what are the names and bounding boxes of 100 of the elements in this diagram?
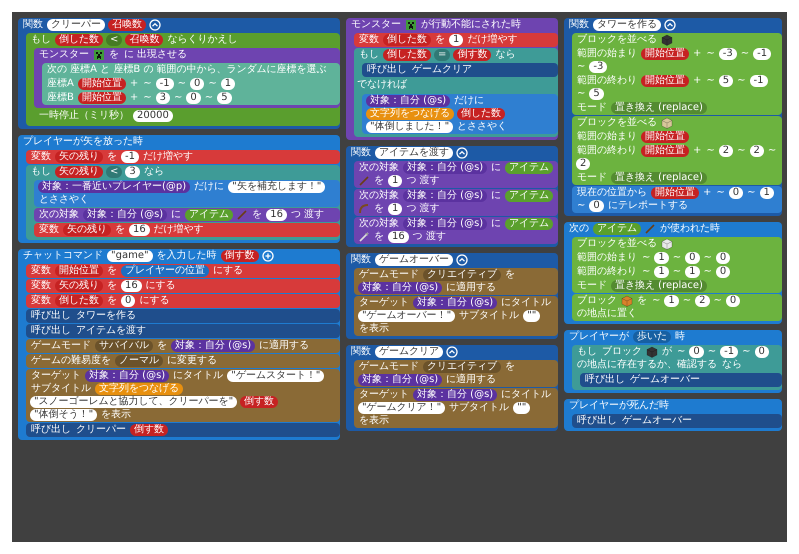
variable-pill: 開始位置 — [641, 131, 689, 143]
variable-pill: 開始位置 — [55, 265, 103, 277]
block-label: を表示 — [100, 409, 132, 421]
value-field: 16 — [388, 231, 409, 243]
join-pill: 文字列をつなげる — [366, 108, 454, 120]
target-pill: 対象：自分 (@s) — [85, 370, 170, 382]
block-label: ~ — [207, 78, 218, 90]
block-label: を — [106, 151, 118, 163]
statement-block — [580, 373, 782, 387]
target-pill: 対象：自分 (@s) — [403, 218, 488, 230]
block-label: に — [490, 218, 502, 230]
variable-pill: 倒す数 — [453, 49, 492, 61]
statement-block — [26, 324, 340, 338]
block-label: 変数 — [38, 224, 60, 236]
block-label: を表示 — [358, 323, 390, 335]
block-label: モード — [576, 280, 608, 292]
block-label: 次の 座標A と 座標B の 範囲の中から、ランダムに座標を選ぶ — [46, 64, 328, 76]
block-label: を — [636, 295, 648, 307]
block-label: だけ増やす — [466, 34, 518, 46]
block-label: に変更する — [166, 355, 218, 367]
block-label: なら — [721, 359, 743, 371]
variable-pill: 開始位置 — [641, 48, 689, 60]
value-field: "game" — [107, 250, 153, 262]
block-label: ~ — [576, 88, 586, 100]
event-block — [564, 222, 782, 324]
value-field: 0 — [190, 78, 204, 90]
block-label: プレイヤーが — [568, 331, 630, 343]
block-label: ~ — [705, 75, 716, 87]
value-field: 2 — [718, 145, 734, 157]
block-label: 時 — [674, 331, 686, 343]
block-label: ~ — [142, 92, 153, 104]
value-field: 5 — [217, 92, 232, 104]
value-field: 1 — [760, 187, 774, 199]
block-label: 変数 — [30, 280, 52, 292]
value-field: "体倒そう！" — [30, 409, 98, 421]
block-label: ブロック — [601, 346, 643, 358]
statement-block — [354, 268, 558, 295]
value-field: 0 — [716, 252, 730, 264]
value-field: 0 — [589, 200, 604, 212]
block-label: ~ — [702, 252, 713, 264]
block-label: サブタイトル — [458, 310, 520, 322]
block-label: に — [490, 190, 502, 202]
variable-pill: 矢の残り — [55, 280, 103, 292]
block-label: に — [170, 209, 182, 221]
block-label: 呼び出し — [366, 64, 408, 76]
block-label: だけ増やす — [152, 224, 205, 236]
value-field: クリーパー — [47, 19, 105, 31]
block-label: 次の — [568, 223, 590, 235]
value-field: 16 — [129, 224, 150, 236]
statement-block — [572, 237, 782, 293]
value-field: 5 — [718, 75, 734, 87]
block-label: を — [434, 34, 446, 46]
block-label: ~ — [672, 252, 682, 264]
value-field: 3 — [125, 166, 140, 178]
block-label: 一時停止（ミリ秒） — [38, 110, 130, 122]
dropdown-pill: 置き換え (replace) — [611, 102, 707, 114]
block-label: 範囲の終わり — [576, 75, 638, 87]
block-label: 関数 — [568, 19, 590, 31]
block-label: ~ — [204, 92, 214, 104]
block-label: なら — [494, 49, 516, 61]
event-block — [346, 18, 558, 140]
dropdown-pill: サバイバル — [95, 340, 153, 352]
block-label: 範囲の始まり — [576, 131, 638, 143]
statement-block — [26, 279, 340, 293]
block-label: を — [373, 175, 385, 187]
block-label: なら — [142, 166, 165, 178]
value-field: 1 — [654, 266, 669, 278]
position-oval-block — [42, 63, 340, 105]
block-label: ~ — [641, 252, 652, 264]
block-label: モンスター — [350, 19, 402, 31]
block-label: の地点に置く — [576, 308, 638, 320]
variable-pill: 倒した数 — [383, 49, 431, 61]
value-field: 0 — [754, 346, 769, 358]
block-label: + — [692, 48, 702, 60]
block-label: にする — [212, 265, 244, 277]
item-pill: アイテム — [593, 223, 641, 235]
block-label: ~ — [651, 295, 662, 307]
target-pill: 対象：自分 (@s) — [358, 374, 442, 386]
statement-block — [26, 369, 340, 422]
value-field: 1 — [685, 266, 700, 278]
block-label: ブロックを並べる — [576, 34, 658, 46]
block-label: ターゲット — [358, 389, 410, 401]
item-pill: アイテム — [505, 190, 554, 202]
block-label: を — [373, 231, 385, 243]
block-label: + — [128, 92, 140, 104]
block-label: を — [106, 280, 118, 292]
block-label: ~ — [766, 145, 778, 157]
block-label: に適用する — [445, 282, 498, 294]
block-label: ~ — [712, 295, 723, 307]
value-field: 2 — [695, 295, 710, 307]
block-label: を — [106, 295, 118, 307]
value-field: 0 — [121, 295, 136, 307]
value-field: 5 — [589, 88, 604, 100]
statement-block — [26, 294, 340, 308]
block-label: プレイヤーが死んだ時 — [568, 400, 670, 412]
block-label: 変数 — [30, 265, 52, 277]
statement-block — [34, 208, 340, 222]
block-label: ~ — [736, 75, 747, 87]
block-label: もし — [576, 346, 598, 358]
block-label: を — [108, 49, 120, 61]
